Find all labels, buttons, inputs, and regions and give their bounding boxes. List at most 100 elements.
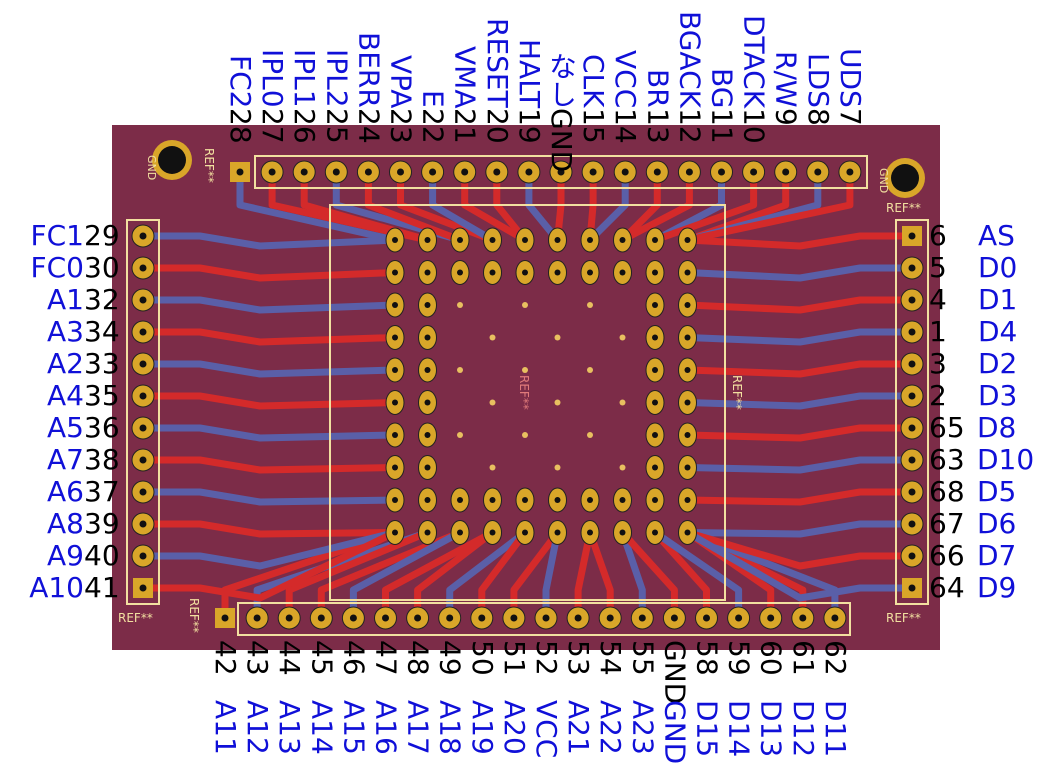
trace [687,424,912,442]
trace [687,392,912,410]
via [619,399,626,406]
via [489,399,496,406]
right-pin-number: 5 [929,251,947,284]
ref-silk-tl: REF** [202,148,216,183]
drill-hole [799,614,807,622]
bottom-pin-number: GND [658,640,692,705]
bottom-pin-number: 44 [273,640,307,676]
drill-hole [684,367,691,373]
trace [143,360,396,378]
top-pin-number: 9 [769,108,803,126]
drill-hole [684,432,691,438]
bottom-pin-name: A16 [369,700,403,755]
drill-hole [139,392,147,400]
drill-hole [253,614,261,622]
drill-hole [317,614,325,622]
bottom-pin-number: 58 [690,640,724,676]
trace [143,520,396,538]
bottom-pin-number: 55 [626,640,660,676]
via [522,302,528,308]
pads [131,160,924,630]
trace [687,520,912,538]
drill-hole [574,614,582,622]
drill-hole [718,168,725,176]
left-pin-number: 36 [84,411,120,444]
trace [687,232,912,250]
drill-hole [139,456,147,464]
bottom-pin-number: 43 [241,640,275,676]
bottom-pin-name: VCC [530,700,563,759]
trace [143,392,396,410]
top-pin-name: BERR [352,32,386,108]
left-pin-number: 33 [84,347,120,380]
drill-hole [300,168,308,176]
drill-hole [908,456,916,464]
drill-hole [908,328,916,336]
drill-hole [684,302,691,308]
drill-hole [139,520,147,528]
right-pin-number: 68 [929,475,965,508]
right-pin-number: 1 [929,315,947,348]
drill-hole [392,237,398,243]
drill-hole [392,529,398,536]
drill-hole [554,237,561,243]
bottom-pin-name: D15 [690,700,724,758]
drill-hole [908,392,916,400]
top-pin-number: 13 [641,108,675,144]
left-pin-name: FC0 [30,251,84,284]
right-pin-number: 65 [929,411,965,444]
bottom-pin-name: A14 [305,700,339,755]
trace [236,172,396,244]
drill-hole [392,464,398,471]
via [619,464,626,471]
drill-hole [424,464,431,471]
left-pin-name: A7 [47,443,84,476]
bottom-pin-number: 60 [754,640,788,676]
drill-hole [684,497,691,503]
left-pin-name: A9 [47,539,84,572]
drill-hole [767,614,775,622]
drill-hole [735,614,743,622]
drill-hole [619,269,626,276]
bottom-header-outline [237,602,851,636]
drill-hole [414,614,422,622]
drill-hole [525,168,533,176]
via [554,464,561,471]
right-pin-number: 67 [929,507,965,540]
left-pin-number: 40 [84,539,120,572]
drill-hole [703,614,710,622]
drill-hole [557,168,565,176]
via [489,464,496,471]
drill-hole [652,334,658,341]
bottom-pin-number: 42 [209,640,242,676]
drill-hole [652,529,658,536]
top-pin-number: 10 [737,108,771,144]
ref-silk-tr: REF** [886,201,921,215]
right-pin-number: 64 [929,571,965,604]
top-pin-name: VMA [448,45,482,108]
drill-hole [493,168,501,176]
top-pin-name: BG [705,67,739,108]
bottom-pin-number: 46 [337,640,371,676]
drill-hole [684,464,691,471]
top-pin-name: IPL1 [288,49,322,108]
mounting-hole-left-drill [158,146,186,174]
trace [143,296,396,314]
drill-hole [457,237,463,243]
ref-silk-br: REF** [886,611,921,625]
drill-hole [684,237,691,243]
trace [143,529,396,570]
bottom-pin-number: 54 [594,640,628,676]
right-pin-name: D7 [977,539,1017,572]
bottom-pin-name: A21 [562,700,596,755]
drill-hole [424,334,431,341]
bottom-pin-number: 49 [433,640,467,676]
drill-hole [554,269,561,276]
bottom-pin-name: A17 [401,700,435,755]
bottom-pin-number: 47 [369,640,403,676]
bottom-pin-name: A12 [241,700,275,755]
drill-hole [446,614,454,622]
drill-hole [139,360,147,368]
left-pin-number: 32 [84,283,120,316]
right-pin-name: D0 [978,251,1018,284]
